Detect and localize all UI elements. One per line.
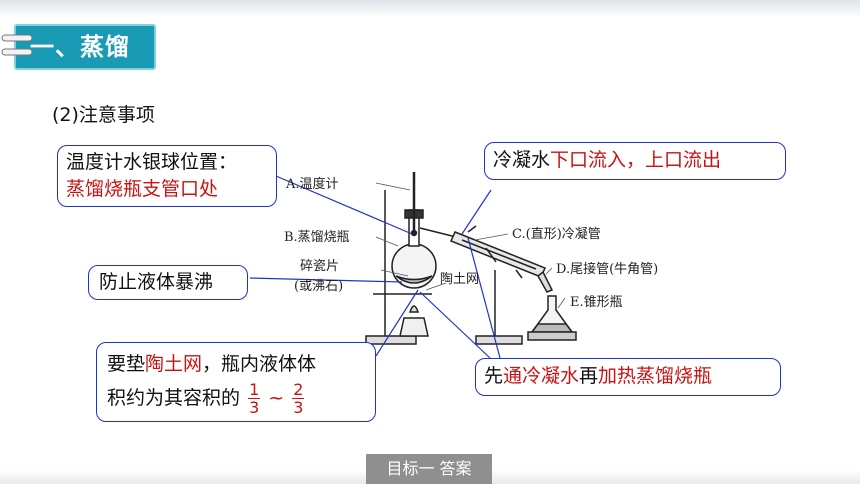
label-clay-gauze: 陶土网 bbox=[440, 271, 479, 287]
callout-order-mid: 再 bbox=[579, 365, 599, 387]
callout-gauze-pre: 要垫 bbox=[107, 353, 146, 375]
callout-prevent-bumping: 防止液体暴沸 bbox=[88, 265, 248, 300]
answer-button[interactable]: 目标一 答案 bbox=[366, 454, 492, 484]
callout-thermometer: 温度计水银球位置： 蒸馏烧瓶支管口处 bbox=[57, 145, 277, 207]
label-thermometer: A.温度计 bbox=[285, 176, 339, 192]
callout-order-pre: 先 bbox=[484, 365, 504, 387]
binder-ring-icon bbox=[1, 34, 33, 42]
label-boiling-chips: 碎瓷片 bbox=[300, 259, 339, 274]
label-distilling-flask: B.蒸馏烧瓶 bbox=[284, 230, 350, 245]
section-title: 一、蒸馏 bbox=[30, 33, 130, 61]
fraction-one-third: 1 3 bbox=[248, 380, 261, 417]
callout-clay-gauze: 要垫陶土网，瓶内液体体 积约为其容积的 1 3 ~ 2 3 bbox=[96, 342, 376, 422]
callout-thermometer-line1: 温度计水银球位置： bbox=[66, 151, 238, 173]
callout-cooling-water: 冷凝水下口流入，上口流出 bbox=[484, 142, 786, 180]
binder-ring-icon bbox=[1, 48, 33, 56]
section-title-badge bbox=[14, 24, 156, 70]
fraction-two-thirds: 2 3 bbox=[292, 380, 305, 417]
callout-gauze-red: 陶土网 bbox=[145, 353, 203, 375]
label-condenser: C.(直形)冷凝管 bbox=[512, 226, 601, 242]
range-tilde: ~ bbox=[268, 387, 285, 409]
callout-operation-order: 先通冷凝水再加热蒸馏烧瓶 bbox=[475, 358, 781, 396]
callout-bumping-text: 防止液体暴沸 bbox=[99, 271, 214, 293]
callout-order-red1: 通冷凝水 bbox=[503, 365, 580, 387]
callout-order-red2: 加热蒸馏烧瓶 bbox=[598, 365, 713, 387]
callout-water-direction: 下口流入，上口流出 bbox=[550, 149, 722, 171]
label-adapter: D.尾接管(牛角管) bbox=[556, 261, 658, 277]
top-gradient bbox=[0, 0, 860, 18]
label-boiling-stones: (或沸石) bbox=[294, 279, 343, 294]
callout-thermometer-line2: 蒸馏烧瓶支管口处 bbox=[66, 178, 219, 200]
label-erlenmeyer: E.锥形瓶 bbox=[570, 295, 623, 310]
subheading: (2)注意事项 bbox=[52, 104, 155, 126]
callout-water-prefix: 冷凝水 bbox=[493, 149, 551, 171]
callout-volume-pre: 积约为其容积的 bbox=[107, 387, 241, 409]
callout-gauze-post: ，瓶内液体体 bbox=[202, 353, 317, 375]
